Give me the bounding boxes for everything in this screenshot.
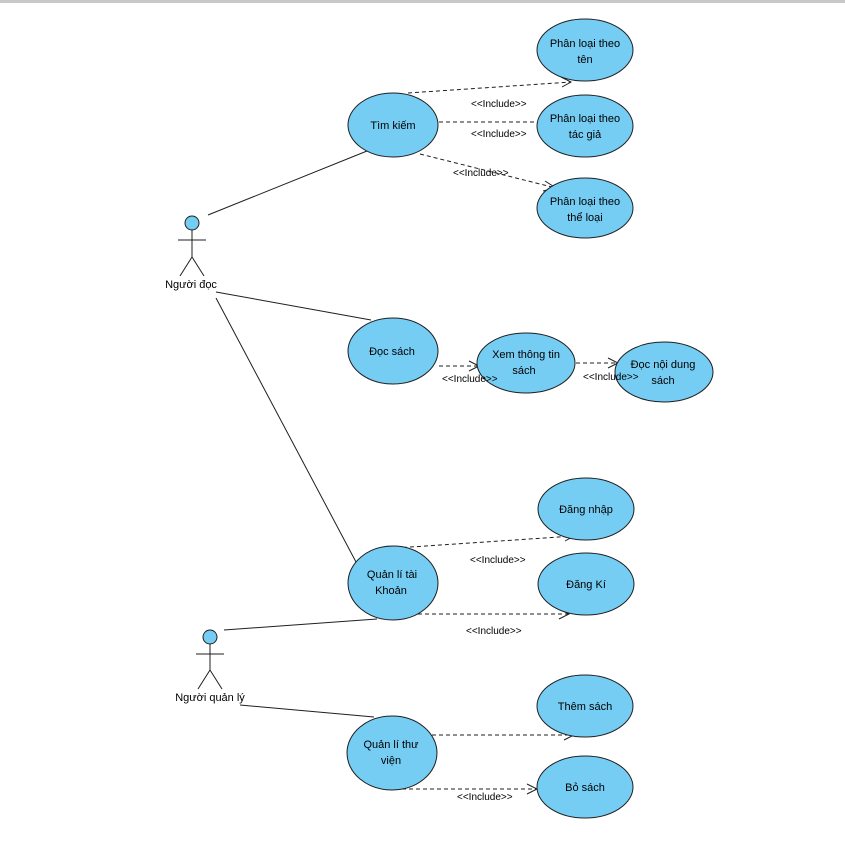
include-label: <<Include>> [583, 372, 639, 383]
usecase-by-author-line1: Phân loại theo [550, 113, 620, 125]
usecase-by-genre[interactable]: Phân loại theo thể loại [536, 177, 634, 239]
usecase-by-name[interactable]: Phân loại theo tên [536, 18, 634, 82]
include-label: <<Include>> [471, 129, 527, 140]
usecase-view-info-line1: Xem thông tin [492, 349, 560, 361]
include-label: <<Include>> [470, 555, 526, 566]
include-viewinfo-readcontent [576, 357, 620, 369]
usecase-manage-account[interactable]: Quản lí tài Khoản [347, 545, 439, 621]
usecase-add-book-label: Thêm sách [558, 701, 612, 713]
actor-manager-label: Người quản lý [175, 692, 245, 704]
usecase-manage-library[interactable]: Quản lí thư viện [346, 715, 438, 791]
include-search-byauthor [439, 116, 551, 128]
actor-manager[interactable]: Người quản lý [175, 629, 245, 704]
window-top-border [0, 0, 845, 3]
usecase-read-book[interactable]: Đọc sách [347, 317, 439, 385]
usecase-login[interactable]: Đăng nhập [537, 477, 635, 541]
actor-reader[interactable]: Người đọc [165, 215, 217, 291]
usecase-remove-book-label: Bỏ sách [565, 782, 605, 794]
usecase-by-genre-line1: Phân loại theo [550, 196, 620, 208]
usecase-by-name-line1: Phân loại theo [550, 38, 620, 50]
include-readbook-viewinfo [439, 360, 481, 372]
usecase-register-label: Đăng Kí [566, 579, 606, 591]
usecase-read-content[interactable]: Đọc nội dung sách [614, 341, 714, 403]
include-search-byname [407, 76, 573, 94]
usecase-read-content-line2: sách [651, 375, 674, 387]
assoc-manager-library [239, 704, 375, 718]
usecase-manage-account-line2: Khoản [375, 585, 407, 597]
usecase-login-label: Đăng nhập [559, 504, 613, 516]
actor-head [202, 629, 218, 645]
usecase-manage-library-line2: viện [381, 755, 401, 767]
usecase-manage-account-line1: Quản lí tài [367, 569, 417, 581]
assoc-reader-readbook [215, 291, 372, 321]
usecase-read-book-label: Đọc sách [369, 346, 415, 358]
usecase-search-label: Tìm kiếm [370, 120, 415, 132]
usecase-add-book[interactable]: Thêm sách [536, 674, 634, 738]
include-account-register [404, 608, 571, 620]
usecase-view-info[interactable]: Xem thông tin sách [476, 332, 576, 394]
actor-reader-label: Người đọc [165, 279, 217, 291]
usecase-register[interactable]: Đăng Kí [537, 552, 635, 616]
include-label: <<Include>> [457, 792, 513, 803]
include-account-login [395, 530, 576, 549]
assoc-reader-search [207, 150, 368, 216]
assoc-reader-account [215, 297, 357, 563]
usecase-read-content-line1: Đọc nội dung [631, 359, 696, 371]
usecase-view-info-line2: sách [512, 365, 535, 377]
usecase-remove-book[interactable]: Bỏ sách [536, 755, 634, 819]
usecase-manage-library-line1: Quản lí thư [363, 739, 419, 751]
include-label: <<Include>> [466, 626, 522, 637]
assoc-manager-account [223, 618, 378, 631]
actor-head [184, 215, 200, 231]
usecase-by-name-line2: tên [577, 54, 592, 66]
usecase-by-genre-line2: thể loại [567, 212, 602, 224]
usecase-by-author-line2: tác giả [569, 129, 602, 141]
include-library-addbook [432, 729, 576, 741]
include-label: <<Include>> [471, 99, 527, 110]
usecase-by-author[interactable]: Phân loại theo tác giả [536, 94, 634, 158]
include-label: <<Include>> [453, 168, 509, 179]
usecase-search[interactable]: Tìm kiếm [347, 92, 439, 158]
include-label: <<Include>> [442, 374, 498, 385]
